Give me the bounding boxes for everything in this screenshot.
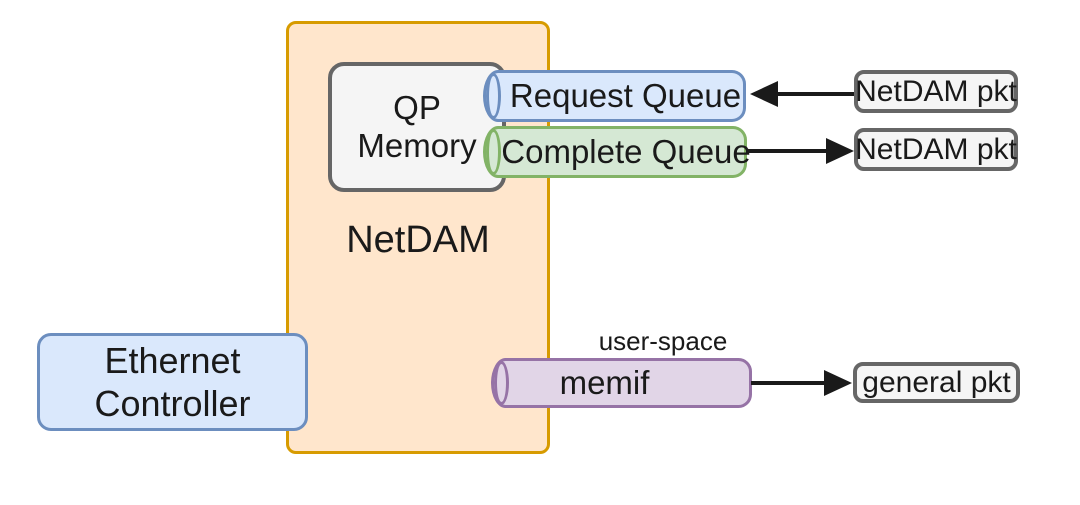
arrowhead-left-icon bbox=[750, 81, 778, 107]
request-queue-cylinder: Request Queue bbox=[483, 70, 746, 122]
general-pkt-label: general pkt bbox=[862, 365, 1011, 399]
netdam-pkt-label: NetDAM pkt bbox=[855, 132, 1017, 166]
cylinder-cap-icon bbox=[494, 361, 509, 405]
arrow-line-memif-out bbox=[751, 381, 824, 385]
cylinder-cap-icon bbox=[486, 73, 501, 119]
netdam-pkt-label: NetDAM pkt bbox=[855, 74, 1017, 108]
arrow-line-complete-out bbox=[746, 149, 826, 153]
netdam-label: NetDAM bbox=[346, 219, 490, 261]
ethernet-controller-label-line1: Ethernet bbox=[104, 340, 241, 381]
cylinder-cap-icon bbox=[486, 129, 501, 175]
arrow-line-request-in bbox=[778, 92, 854, 96]
complete-queue-label: Complete Queue bbox=[501, 133, 751, 170]
general-pkt-box: general pkt bbox=[853, 362, 1020, 403]
memif-cylinder: memif bbox=[491, 358, 752, 408]
arrowhead-right-icon bbox=[824, 370, 852, 396]
netdam-pkt-box-complete: NetDAM pkt bbox=[854, 128, 1018, 171]
ethernet-controller-label-line2: Controller bbox=[94, 383, 251, 424]
request-queue-label: Request Queue bbox=[509, 77, 742, 114]
user-space-annotation: user-space bbox=[598, 326, 728, 356]
qp-memory-box: QP Memory bbox=[328, 62, 506, 192]
netdam-pkt-box-request: NetDAM pkt bbox=[854, 70, 1018, 113]
ethernet-controller-box: Ethernet Controller bbox=[37, 333, 308, 431]
arrowhead-right-icon bbox=[826, 138, 854, 164]
qp-memory-label-line1: QP bbox=[393, 89, 441, 126]
qp-memory-label-line2: Memory bbox=[357, 127, 477, 164]
complete-queue-cylinder: Complete Queue bbox=[483, 126, 751, 178]
memif-label: memif bbox=[559, 364, 650, 401]
